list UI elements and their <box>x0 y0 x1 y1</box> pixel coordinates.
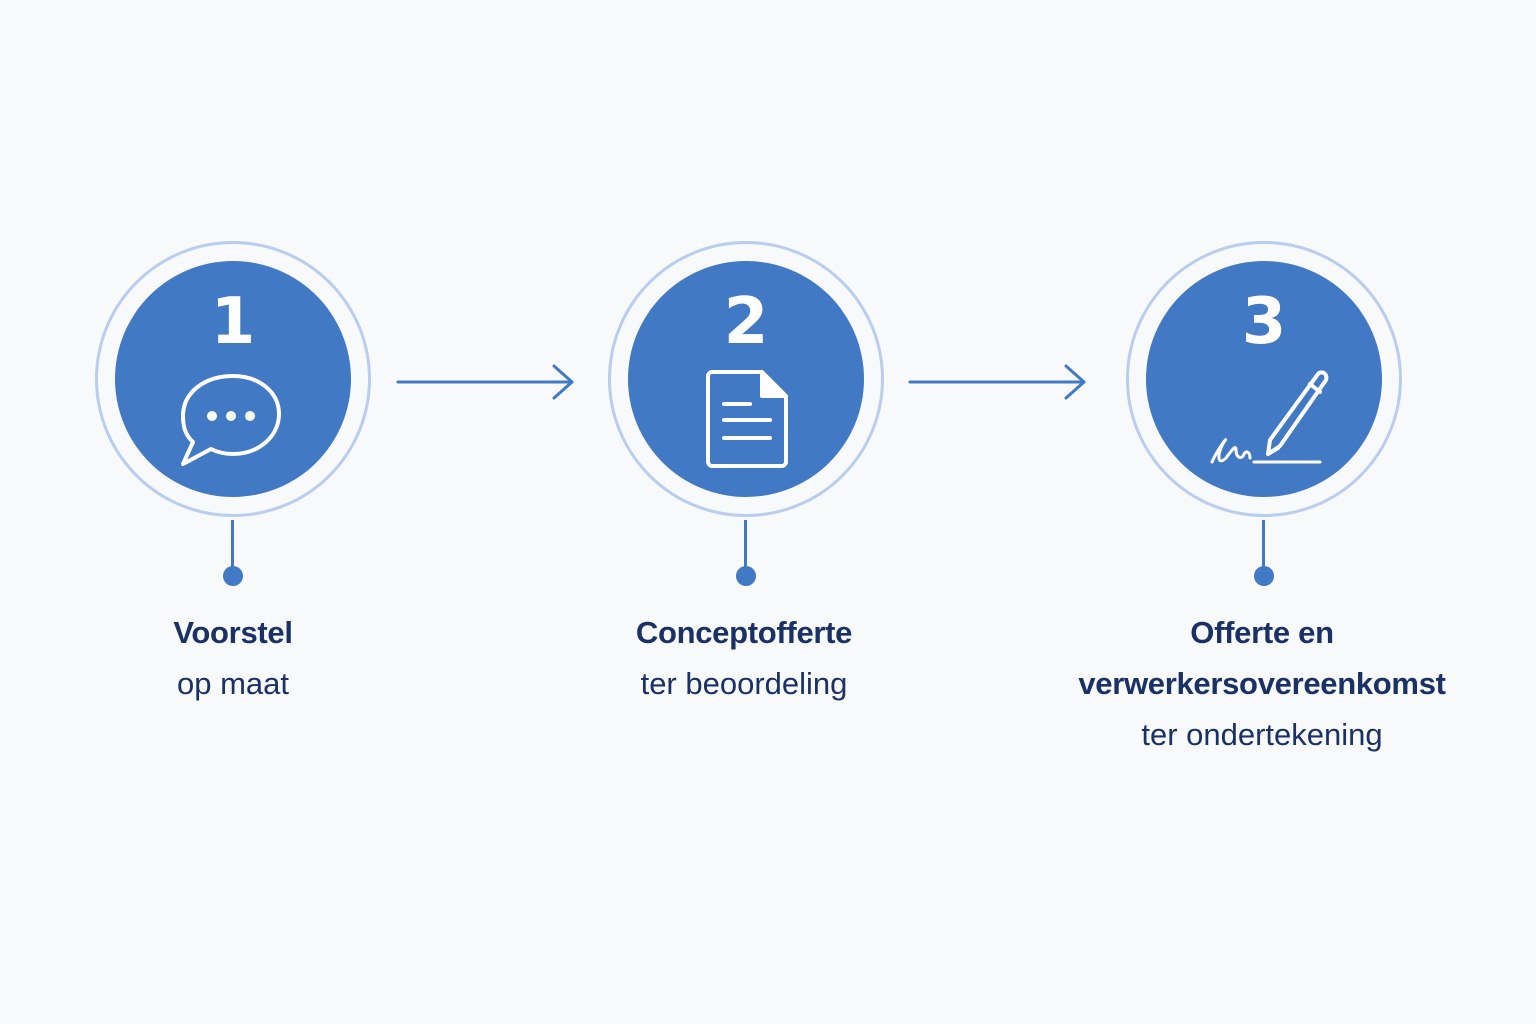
step-subtitle: ter beoordeling <box>640 666 848 701</box>
step-dot <box>736 566 756 586</box>
step-connector <box>231 520 234 576</box>
step-1: 1 Voorstel op maat <box>0 0 473 1024</box>
step-title-line-1: Offerte en <box>1190 615 1334 650</box>
step-subtitle: op maat <box>176 666 289 701</box>
step-dot <box>1254 566 1274 586</box>
chat-bubble-icon <box>181 374 281 466</box>
step-number: 3 <box>1241 285 1287 359</box>
step-title: Voorstel <box>173 615 293 650</box>
step-title: Conceptofferte <box>635 615 853 650</box>
step-2: 2 Conceptofferte ter beoordeling <box>504 0 984 1024</box>
arrow-1-to-2 <box>396 364 574 400</box>
arrow-2-to-3 <box>908 364 1086 400</box>
document-icon <box>706 370 788 468</box>
step-dot <box>223 566 243 586</box>
step-number: 2 <box>723 285 769 359</box>
step-3: 3 Offerte en verwerkersovereenkomst ter … <box>1022 0 1502 1024</box>
step-disc <box>115 261 351 497</box>
step-number: 1 <box>210 285 256 359</box>
step-label: Conceptofferte ter beoordeling <box>504 607 984 709</box>
step-connector <box>744 520 747 576</box>
step-disc <box>1146 261 1382 497</box>
step-title-line-2: verwerkersovereenkomst <box>1078 666 1446 701</box>
step-subtitle: ter ondertekening <box>1141 717 1383 752</box>
step-disc <box>628 261 864 497</box>
step-label: Offerte en verwerkersovereenkomst ter on… <box>1022 607 1502 760</box>
signature-pen-icon <box>1210 370 1329 464</box>
step-label: Voorstel op maat <box>0 607 473 709</box>
step-connector <box>1262 520 1265 576</box>
